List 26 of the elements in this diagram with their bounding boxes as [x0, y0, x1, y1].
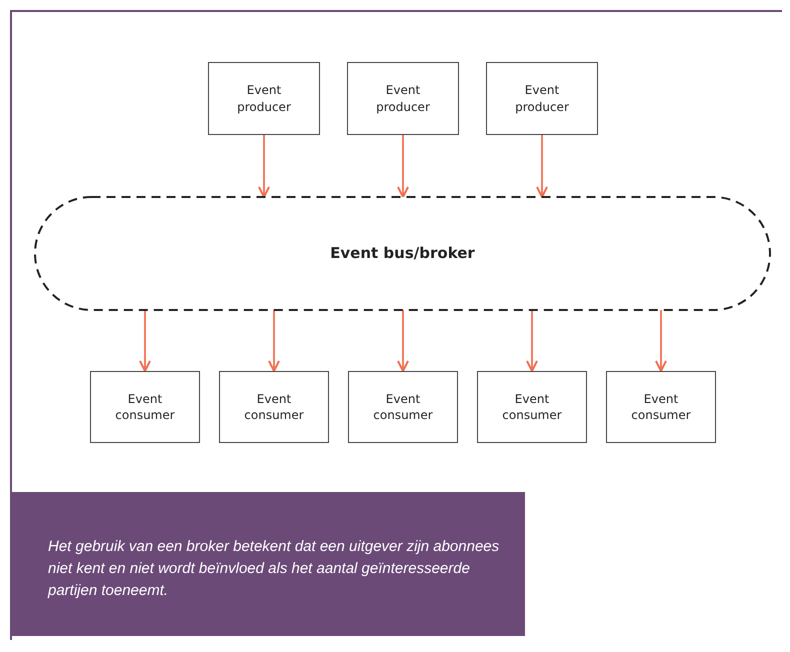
node-label: Event producer	[236, 82, 292, 115]
arrow	[268, 310, 280, 372]
node-label: Event consumer	[372, 390, 434, 424]
arrow	[536, 135, 548, 198]
arrow	[258, 135, 270, 198]
node-label: Event consumer	[243, 390, 305, 424]
node-label: Event consumer	[630, 390, 692, 424]
node-label: Event producer	[514, 82, 570, 115]
event-box	[477, 371, 587, 443]
node-label: Event producer	[375, 82, 431, 115]
event-box	[347, 62, 459, 135]
arrow	[396, 135, 410, 198]
event-box	[606, 371, 716, 443]
event-box	[90, 371, 200, 443]
node-label: Event consumer	[114, 390, 176, 424]
event-box	[219, 371, 329, 443]
caption-text: Het gebruik van een broker betekent dat een uitgever zijn abonnees niet kent en niet wordt beïnvloed als het aantal geïnteresseerde partijen toeneemt.	[48, 537, 500, 600]
node-label: Event consumer	[501, 390, 563, 424]
arrow	[396, 310, 410, 372]
node-label: Event bus/broker	[330, 243, 475, 264]
arrow	[526, 310, 538, 372]
event-box	[208, 62, 320, 135]
event-box	[348, 371, 458, 443]
event-box	[486, 62, 598, 135]
arrow	[138, 310, 152, 372]
arrow	[654, 310, 668, 372]
